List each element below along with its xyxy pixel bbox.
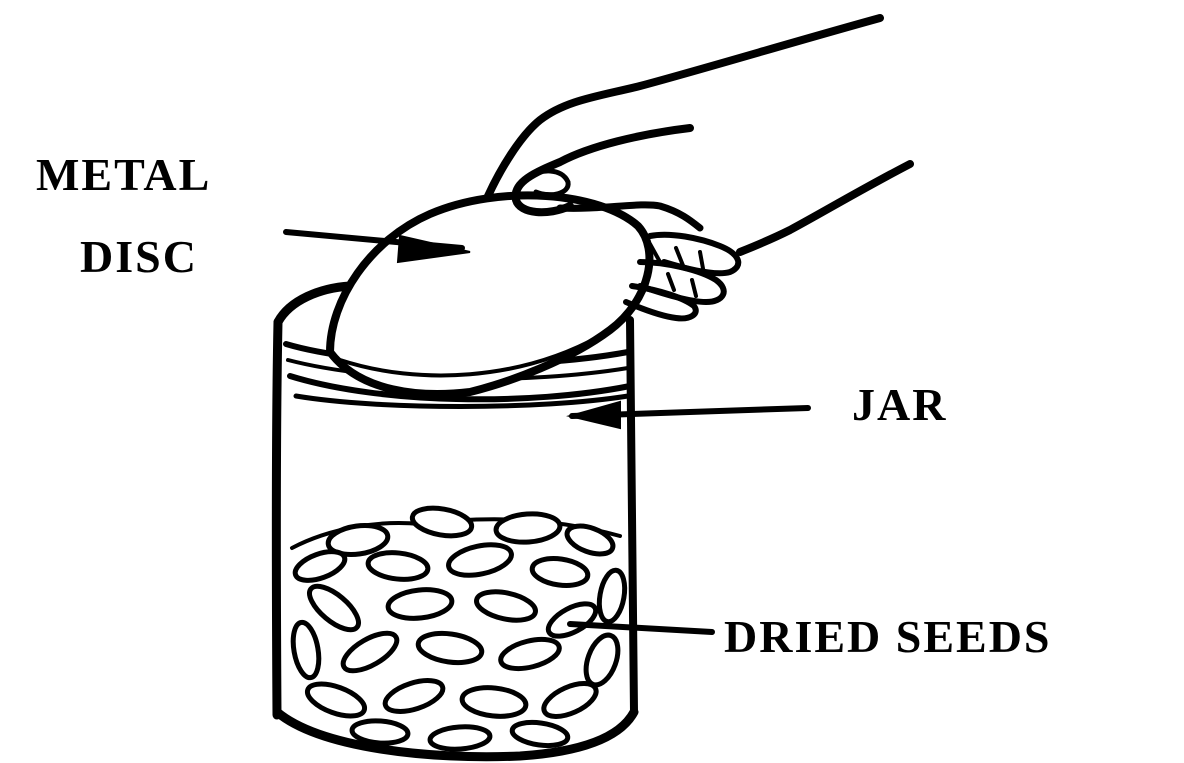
- metal-disc: [330, 195, 649, 394]
- hand-thumbnail: [528, 171, 568, 195]
- seed: [381, 674, 446, 717]
- seed: [338, 626, 403, 679]
- seed: [495, 512, 561, 544]
- hand-arm-lower: [740, 164, 910, 252]
- seed: [461, 685, 528, 720]
- label-metal: METAL: [36, 149, 211, 200]
- seed: [429, 725, 490, 751]
- seed: [387, 587, 454, 622]
- dried-seeds-pointer: [570, 624, 712, 632]
- dried-seeds: [289, 504, 628, 751]
- seed: [530, 555, 589, 589]
- seed: [511, 719, 570, 749]
- seed: [474, 587, 538, 625]
- label-jar: JAR: [852, 379, 947, 430]
- seed: [543, 597, 600, 643]
- seed: [580, 631, 624, 689]
- jar-right-wall: [630, 320, 634, 712]
- seed: [539, 677, 601, 724]
- label-dried-seeds: DRIED SEEDS: [724, 611, 1052, 662]
- seed: [446, 540, 514, 581]
- seed: [289, 620, 322, 679]
- jar-left-wall: [276, 322, 278, 715]
- seed: [563, 521, 616, 560]
- seed: [498, 634, 563, 674]
- seed: [367, 550, 429, 582]
- seed: [303, 678, 368, 723]
- jar-pointer-head: [570, 402, 620, 428]
- seed: [596, 568, 629, 623]
- metal-disc-outline: [330, 195, 649, 394]
- seed: [291, 546, 348, 586]
- seed: [410, 504, 474, 540]
- seed: [351, 719, 408, 745]
- label-disc: DISC: [80, 231, 198, 282]
- seed: [416, 630, 483, 667]
